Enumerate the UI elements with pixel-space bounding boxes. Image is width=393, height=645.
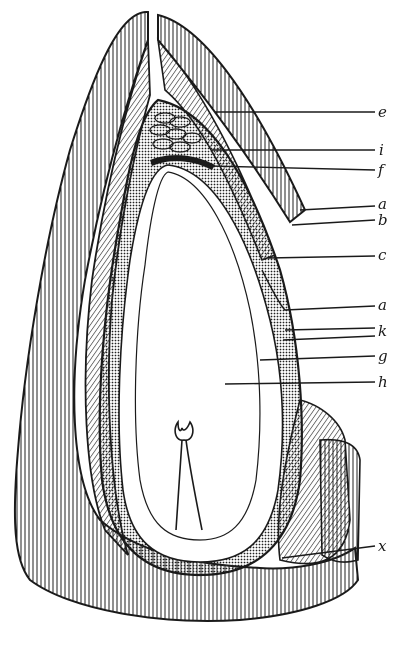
label-e: e [378,103,387,121]
label-k: k [378,322,387,340]
label-i: i [379,141,384,159]
label-c: c [378,246,387,264]
label-x: x [378,537,387,555]
label-b: b [378,211,388,229]
label-g: g [378,347,388,365]
label-a-lower: a [378,296,387,314]
outer-wall-right [320,440,360,562]
label-h: h [378,373,388,391]
label-f: f [377,161,386,179]
